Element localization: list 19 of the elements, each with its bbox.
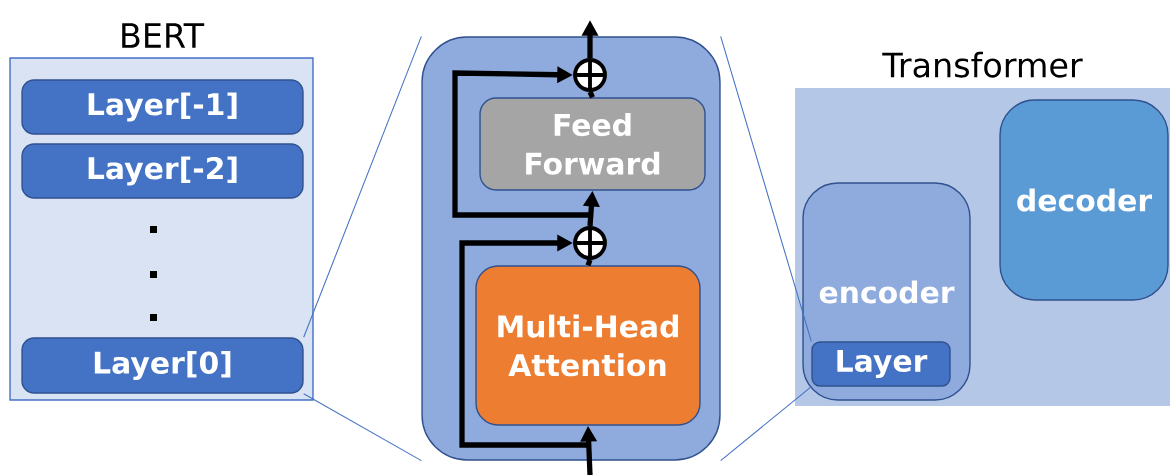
node-label: Transformer	[882, 51, 1083, 78]
connector-line	[585, 259, 593, 267]
zoom-line	[303, 393, 422, 462]
zoom-line	[720, 35, 812, 342]
node-label: BERT	[122, 23, 205, 48]
connector-line	[587, 90, 595, 99]
feed-forward-box: Feed Forward	[479, 97, 706, 191]
layer-box: Layer[-2]	[21, 143, 304, 199]
arrow	[452, 66, 590, 218]
add-circle	[573, 58, 607, 92]
layer-box: Layer[0]	[21, 337, 304, 394]
attention-box: Multi-Head Attention	[475, 265, 701, 426]
decoder-box: decoder	[999, 99, 1169, 301]
layer-box: Layer	[811, 341, 951, 387]
layer-box: Layer[-1]	[21, 79, 304, 135]
add-circle	[573, 226, 607, 260]
zoom-line	[303, 35, 422, 338]
zoom-line	[720, 386, 812, 462]
arrow	[459, 234, 590, 448]
